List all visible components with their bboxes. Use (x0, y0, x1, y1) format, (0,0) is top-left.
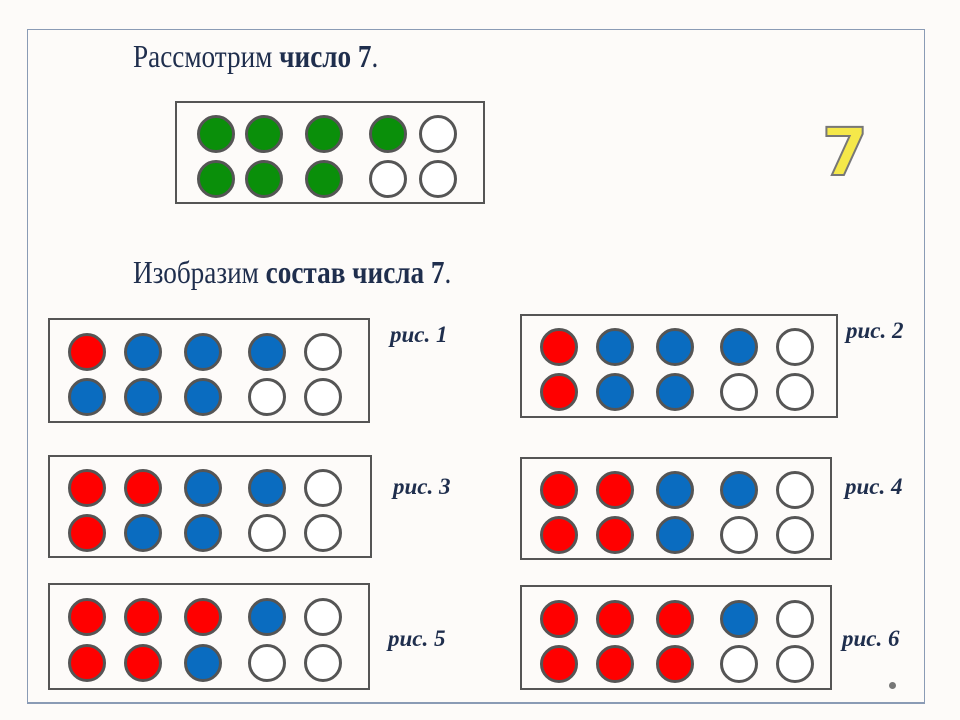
figure-label: рис. 4 (845, 474, 903, 499)
filled-counter (245, 115, 283, 154)
empty-counter (304, 513, 342, 552)
ten-frame-figure-2 (520, 314, 838, 418)
figure-label: рис. 3 (393, 474, 451, 499)
empty-counter (720, 644, 758, 683)
empty-counter (419, 115, 457, 154)
filled-counter (656, 373, 694, 412)
empty-counter (776, 373, 814, 412)
ten-frame-figure-5 (48, 583, 370, 690)
filled-counter (540, 373, 578, 412)
filled-counter (124, 469, 162, 508)
filled-counter (68, 332, 106, 371)
filled-counter (540, 599, 578, 638)
slide-frame (27, 29, 925, 704)
empty-counter (248, 377, 286, 416)
figure-label: рис. 6 (842, 626, 900, 651)
filled-counter (248, 469, 286, 508)
filled-counter (184, 377, 222, 416)
filled-counter (305, 159, 343, 198)
filled-counter (68, 377, 106, 416)
filled-counter (184, 332, 222, 371)
filled-counter (184, 597, 222, 636)
empty-counter (776, 599, 814, 638)
filled-counter (540, 471, 578, 510)
number-seven-image: 7 (821, 114, 869, 191)
filled-counter (124, 332, 162, 371)
filled-counter (124, 597, 162, 636)
filled-counter (369, 115, 407, 154)
filled-counter (124, 377, 162, 416)
ten-frame-figure-4 (520, 457, 832, 560)
filled-counter (596, 471, 634, 510)
figure-label: рис. 2 (846, 318, 904, 343)
empty-counter (419, 159, 457, 198)
filled-counter (184, 469, 222, 508)
filled-counter (68, 643, 106, 682)
filled-counter (197, 115, 235, 154)
filled-counter (596, 328, 634, 367)
filled-counter (248, 597, 286, 636)
empty-counter (720, 515, 758, 554)
filled-counter (596, 373, 634, 412)
ten-frame-main (175, 101, 485, 204)
filled-counter (184, 643, 222, 682)
filled-counter (68, 513, 106, 552)
filled-counter (596, 515, 634, 554)
empty-counter (776, 328, 814, 367)
filled-counter (197, 159, 235, 198)
filled-counter (656, 471, 694, 510)
filled-counter (184, 513, 222, 552)
filled-counter (124, 513, 162, 552)
filled-counter (540, 328, 578, 367)
filled-counter (124, 643, 162, 682)
filled-counter (68, 469, 106, 508)
filled-counter (596, 644, 634, 683)
filled-counter (68, 597, 106, 636)
figure-label: рис. 5 (388, 626, 446, 651)
heading-consider: Рассмотрим число 7. (133, 38, 379, 74)
filled-counter (720, 471, 758, 510)
slide-dot (889, 682, 896, 689)
empty-counter (720, 373, 758, 412)
filled-counter (656, 644, 694, 683)
ten-frame-figure-3 (48, 455, 372, 558)
filled-counter (656, 599, 694, 638)
empty-counter (304, 643, 342, 682)
filled-counter (540, 644, 578, 683)
empty-counter (248, 643, 286, 682)
filled-counter (720, 328, 758, 367)
filled-counter (248, 332, 286, 371)
ten-frame-figure-6 (520, 585, 832, 690)
heading-composition: Изобразим состав числа 7. (133, 254, 452, 290)
empty-counter (776, 644, 814, 683)
filled-counter (245, 159, 283, 198)
filled-counter (656, 328, 694, 367)
filled-counter (305, 115, 343, 154)
empty-counter (776, 471, 814, 510)
filled-counter (596, 599, 634, 638)
filled-counter (656, 515, 694, 554)
empty-counter (304, 469, 342, 508)
empty-counter (776, 515, 814, 554)
empty-counter (304, 377, 342, 416)
filled-counter (720, 599, 758, 638)
empty-counter (369, 159, 407, 198)
ten-frame-figure-1 (48, 318, 370, 423)
empty-counter (304, 332, 342, 371)
empty-counter (304, 597, 342, 636)
figure-label: рис. 1 (390, 322, 448, 347)
filled-counter (540, 515, 578, 554)
empty-counter (248, 513, 286, 552)
